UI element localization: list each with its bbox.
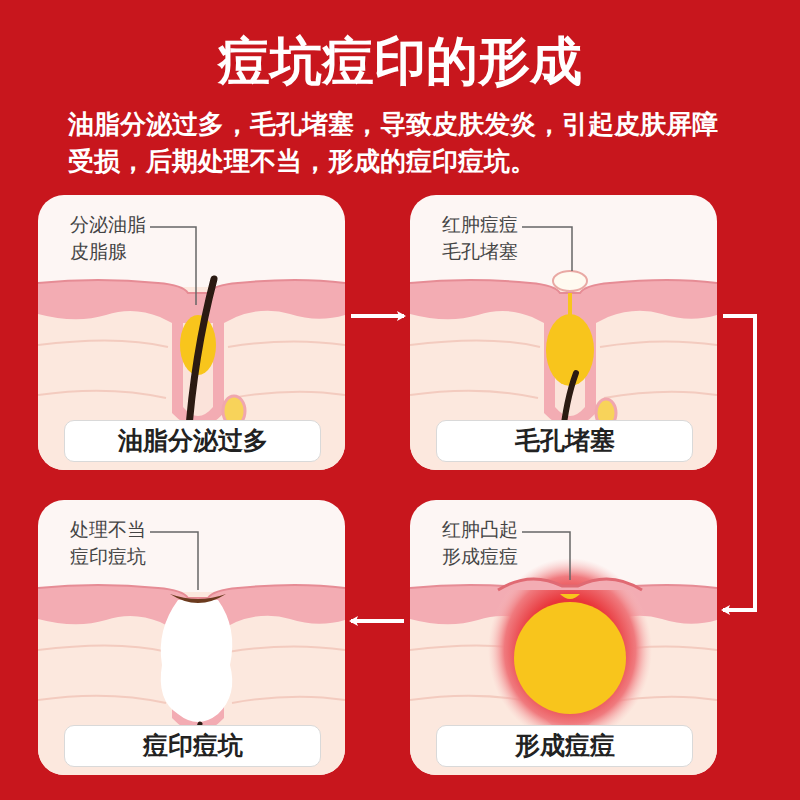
callout-label: 处理不当 痘印痘坑 [70, 516, 157, 570]
flow-arrow [351, 314, 404, 318]
callout-label: 红肿凸起 形成痘痘 [442, 516, 529, 570]
page-title: 痘坑痘印的形成 [0, 30, 800, 92]
stage-caption: 形成痘痘 [436, 725, 693, 767]
stage-panel: 分泌油脂 皮脂腺油脂分泌过多 [38, 195, 345, 470]
stage-panel: 红肿凸起 形成痘痘形成痘痘 [410, 500, 717, 775]
callout-label: 分泌油脂 皮脂腺 [70, 211, 157, 265]
stage-panel: 处理不当 痘印痘坑痘印痘坑 [38, 500, 345, 775]
stage-panel: 红肿痘痘 毛孔堵塞毛孔堵塞 [410, 195, 717, 470]
stage-caption: 油脂分泌过多 [64, 420, 321, 462]
stage-caption: 毛孔堵塞 [436, 420, 693, 462]
callout-label: 红肿痘痘 毛孔堵塞 [442, 211, 529, 265]
stage-caption: 痘印痘坑 [64, 725, 321, 767]
subtitle-text: 油脂分泌过多，毛孔堵塞，导致皮肤发炎，引起皮肤屏障受损，后期处理不当，形成的痘印… [68, 106, 738, 180]
flow-arrow [723, 316, 755, 610]
flow-arrow [351, 619, 404, 623]
